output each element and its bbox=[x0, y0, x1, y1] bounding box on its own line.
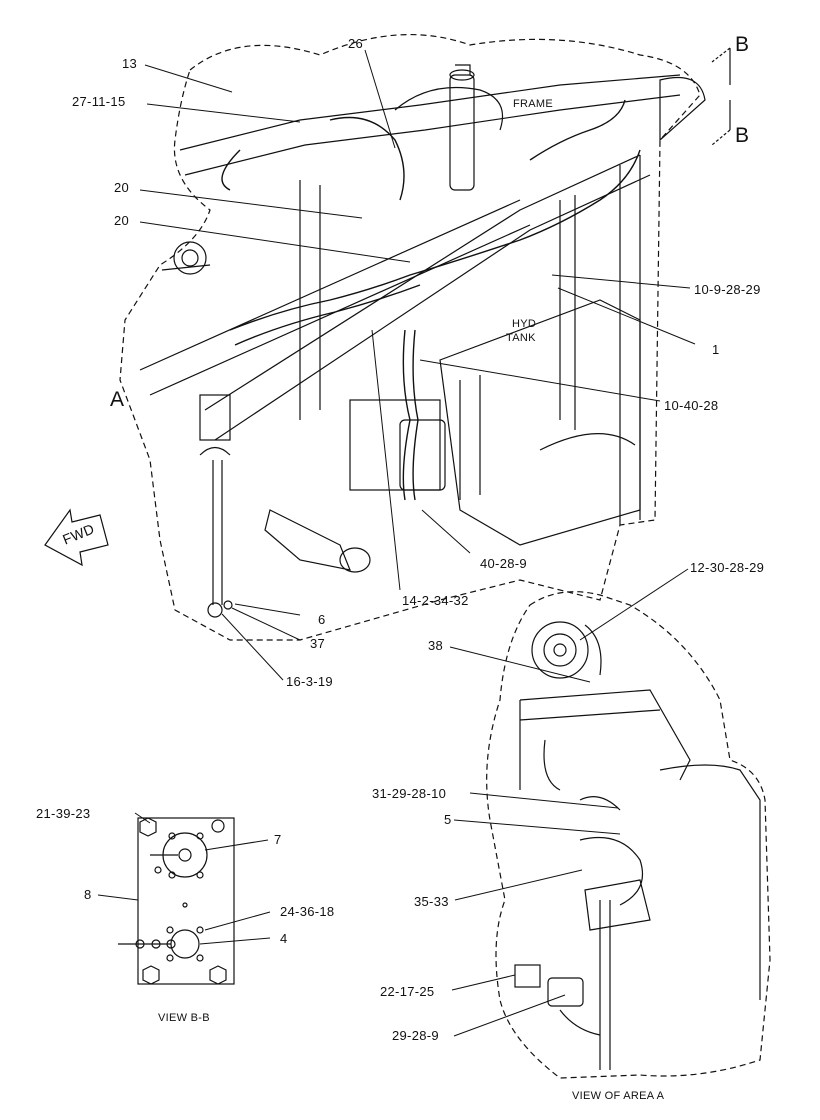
leader-lines-view-b bbox=[97, 812, 271, 945]
center-column bbox=[394, 64, 504, 191]
hyd-tank bbox=[349, 299, 641, 546]
area-a-label: A bbox=[110, 388, 125, 411]
area-a-outline bbox=[486, 591, 771, 1079]
callout-1: 1 bbox=[712, 342, 720, 357]
lower-rod bbox=[199, 394, 233, 618]
area-a-parts bbox=[514, 621, 761, 1070]
section-b-label-bottom: B bbox=[735, 124, 750, 147]
callout-5: 5 bbox=[444, 812, 452, 827]
callout-20-lower: 20 bbox=[114, 213, 130, 228]
callout-21-39-23: 21-39-23 bbox=[36, 806, 91, 821]
hyd-tank-label-line1: HYD bbox=[512, 318, 537, 330]
view-b-caption: VIEW B-B bbox=[158, 1012, 210, 1024]
view-area-a-caption: VIEW OF AREA A bbox=[572, 1090, 665, 1102]
leader-lines-main bbox=[139, 49, 696, 681]
callout-29-28-9: 29-28-9 bbox=[392, 1028, 439, 1043]
callout-35-33: 35-33 bbox=[414, 894, 449, 909]
frame-rails bbox=[139, 74, 706, 525]
callout-12-30-28-29: 12-30-28-29 bbox=[690, 560, 765, 575]
callout-20-upper: 20 bbox=[114, 180, 130, 195]
callout-7: 7 bbox=[274, 832, 282, 847]
main-view-outline bbox=[119, 34, 701, 641]
fwd-cylinder bbox=[264, 509, 371, 573]
hyd-tank-label-line2: TANK bbox=[506, 332, 536, 344]
callout-6: 6 bbox=[318, 612, 326, 627]
wire-harness bbox=[221, 99, 641, 501]
callout-40-28-9: 40-28-9 bbox=[480, 556, 527, 571]
callout-38: 38 bbox=[428, 638, 444, 653]
callout-16-3-19: 16-3-19 bbox=[286, 674, 333, 689]
callout-10-9-28-29: 10-9-28-29 bbox=[694, 282, 761, 297]
section-b-indicator bbox=[711, 47, 731, 146]
callout-31-29-28-10: 31-29-28-10 bbox=[372, 786, 447, 801]
callout-22-17-25: 22-17-25 bbox=[380, 984, 435, 999]
fwd-arrow bbox=[44, 508, 109, 567]
callout-26: 26 bbox=[348, 36, 364, 51]
callout-13: 13 bbox=[122, 56, 138, 71]
callout-24-36-18: 24-36-18 bbox=[280, 904, 335, 919]
horn bbox=[161, 241, 211, 275]
view-b-plate bbox=[118, 817, 235, 985]
frame-label: FRAME bbox=[513, 98, 553, 110]
callout-10-40-28: 10-40-28 bbox=[664, 398, 719, 413]
section-b-label-top: B bbox=[735, 33, 750, 56]
callout-4: 4 bbox=[280, 931, 288, 946]
callout-14-2-34-32: 14-2-34-32 bbox=[402, 593, 469, 608]
callout-27-11-15: 27-11-15 bbox=[72, 94, 126, 109]
leader-lines-area-a bbox=[449, 568, 689, 1037]
callout-37: 37 bbox=[310, 636, 326, 651]
callout-8: 8 bbox=[84, 887, 92, 902]
